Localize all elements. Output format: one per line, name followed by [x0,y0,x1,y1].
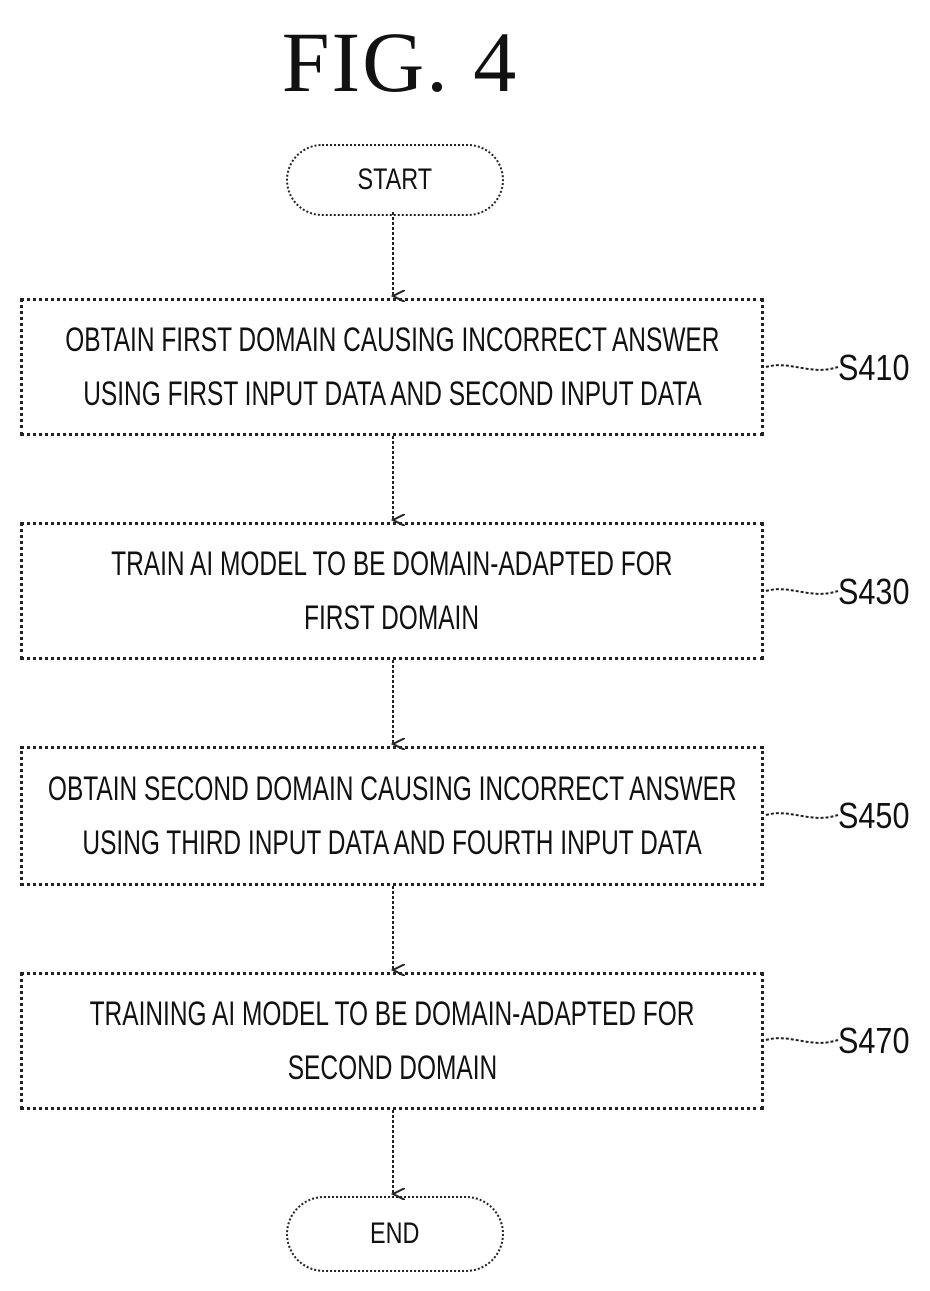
step-text-line: SECOND DOMAIN [287,1041,496,1095]
step-text-line: TRAIN AI MODEL TO BE DOMAIN-ADAPTED FOR [111,537,672,591]
step-id-s450: S450 [838,796,922,836]
end-terminal: END [286,1196,504,1272]
step-text-line: FIRST DOMAIN [304,591,479,645]
step-text-line: USING THIRD INPUT DATA AND FOURTH INPUT … [82,816,701,870]
leader-s450 [766,813,838,818]
step-id-s470: S470 [838,1021,922,1061]
step-id-s430: S430 [838,572,922,612]
step-text-line: OBTAIN FIRST DOMAIN CAUSING INCORRECT AN… [65,313,719,367]
step-id-s410: S410 [838,348,922,388]
start-label: START [358,163,433,197]
step-box-s410: OBTAIN FIRST DOMAIN CAUSING INCORRECT AN… [20,298,764,436]
step-box-s450: OBTAIN SECOND DOMAIN CAUSING INCORRECT A… [20,746,764,886]
step-box-s470: TRAINING AI MODEL TO BE DOMAIN-ADAPTED F… [20,972,764,1110]
step-text-line: USING FIRST INPUT DATA AND SECOND INPUT … [83,367,701,421]
end-label: END [370,1217,419,1251]
leader-s410 [766,365,838,370]
leader-s470 [766,1038,838,1043]
step-box-s430: TRAIN AI MODEL TO BE DOMAIN-ADAPTED FOR … [20,522,764,660]
leader-s430 [766,589,838,594]
step-text-line: OBTAIN SECOND DOMAIN CAUSING INCORRECT A… [48,762,737,816]
step-text-line: TRAINING AI MODEL TO BE DOMAIN-ADAPTED F… [90,987,695,1041]
start-terminal: START [286,144,504,216]
